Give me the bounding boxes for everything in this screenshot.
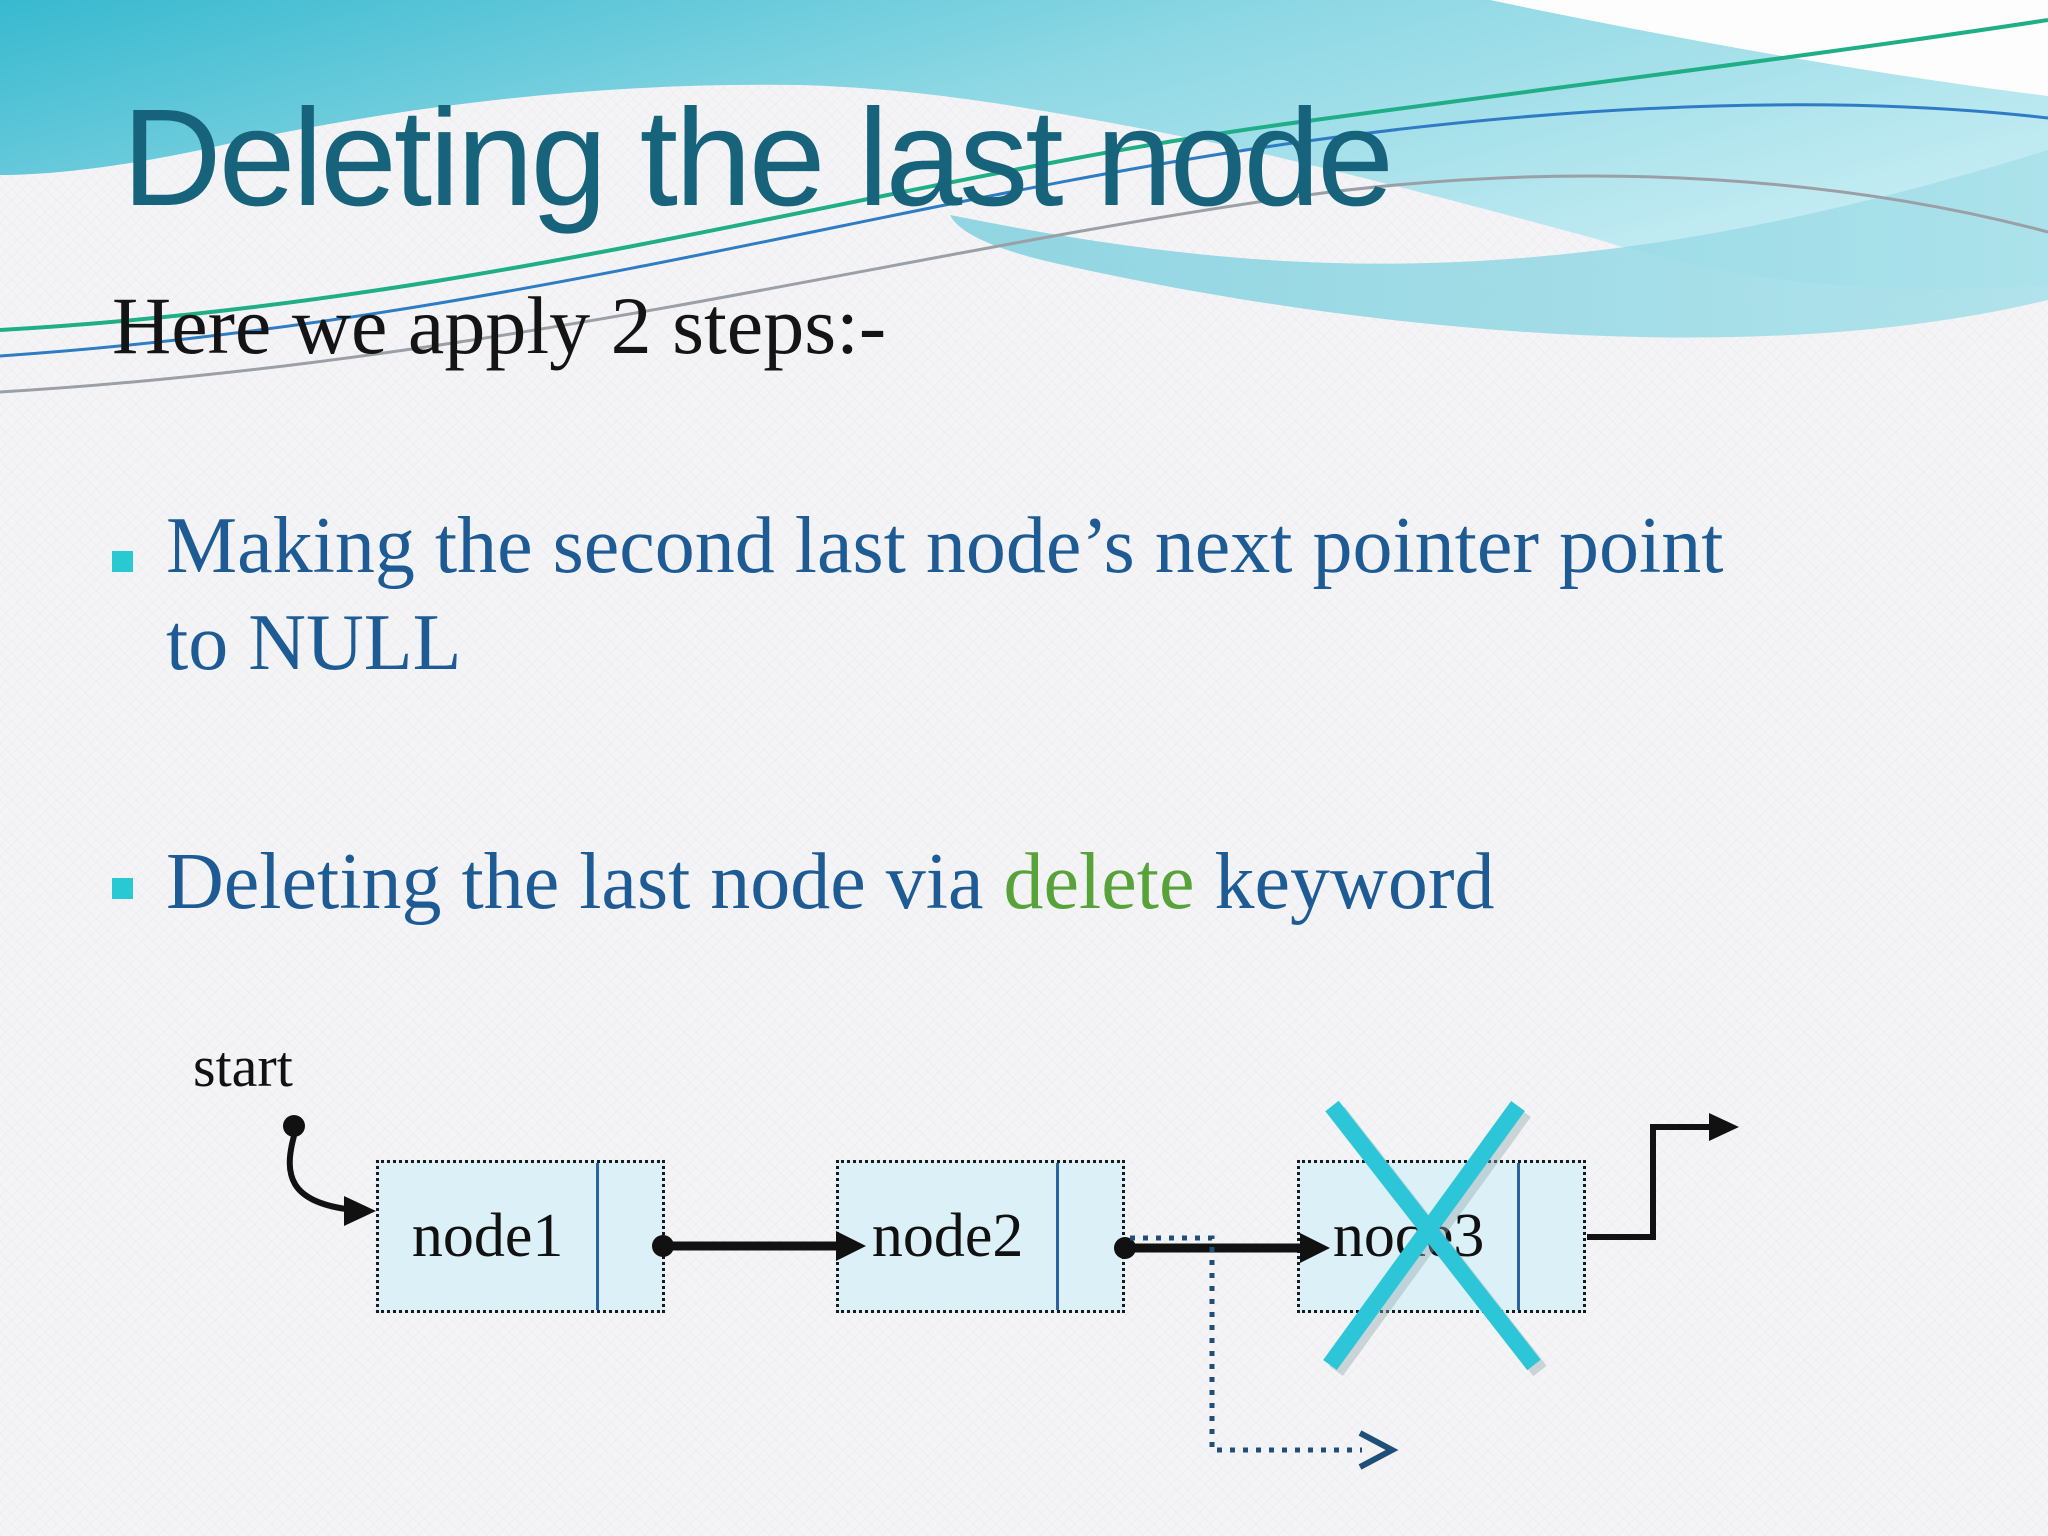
- node2-pointer-divider: [1056, 1163, 1060, 1310]
- header-white-wedge: [1490, 0, 2048, 96]
- header-line-green: [0, 18, 2048, 332]
- bullet-item-delete-keyword: Deleting the last node via delete keywor…: [166, 834, 1494, 931]
- header-wave-decoration: [0, 0, 2048, 394]
- node1-next-arrow: [652, 1231, 866, 1261]
- header-line-gray: [0, 174, 2048, 394]
- node1-label: node1: [411, 1202, 564, 1270]
- bullet-line: Making the second last node’s next point…: [166, 502, 1724, 590]
- node3-box: node3: [1297, 1160, 1586, 1313]
- node3-pointer-divider: [1517, 1163, 1521, 1310]
- node3-next-arrow: [1587, 1113, 1739, 1240]
- start-pointer-label: start: [193, 1034, 293, 1099]
- node2-box: node2: [836, 1160, 1125, 1313]
- page-title: Deleting the last node: [122, 81, 1394, 235]
- bullet-line: to NULL: [166, 598, 462, 687]
- header-teal-band: [0, 0, 2048, 290]
- bullet-square-icon: [112, 551, 133, 572]
- start-pointer-arrow: [283, 1115, 376, 1226]
- bullet-square-icon: [112, 878, 133, 899]
- node1-pointer-divider: [596, 1163, 600, 1310]
- node3-label: node3: [1332, 1202, 1485, 1270]
- header-teal-band-2: [950, 150, 2048, 338]
- intro-text: Here we apply 2 steps:-: [112, 280, 887, 371]
- node2-label: node2: [871, 1202, 1024, 1270]
- node1-box: node1: [376, 1160, 665, 1313]
- delete-keyword-highlight: delete: [1003, 838, 1195, 926]
- bullet-segment: keyword: [1194, 838, 1495, 926]
- bullet-segment: Deleting the last node via: [166, 838, 1004, 926]
- header-line-blue: [0, 103, 2048, 358]
- bullet-item-null-pointer: Making the second last node’s next point…: [166, 498, 1724, 692]
